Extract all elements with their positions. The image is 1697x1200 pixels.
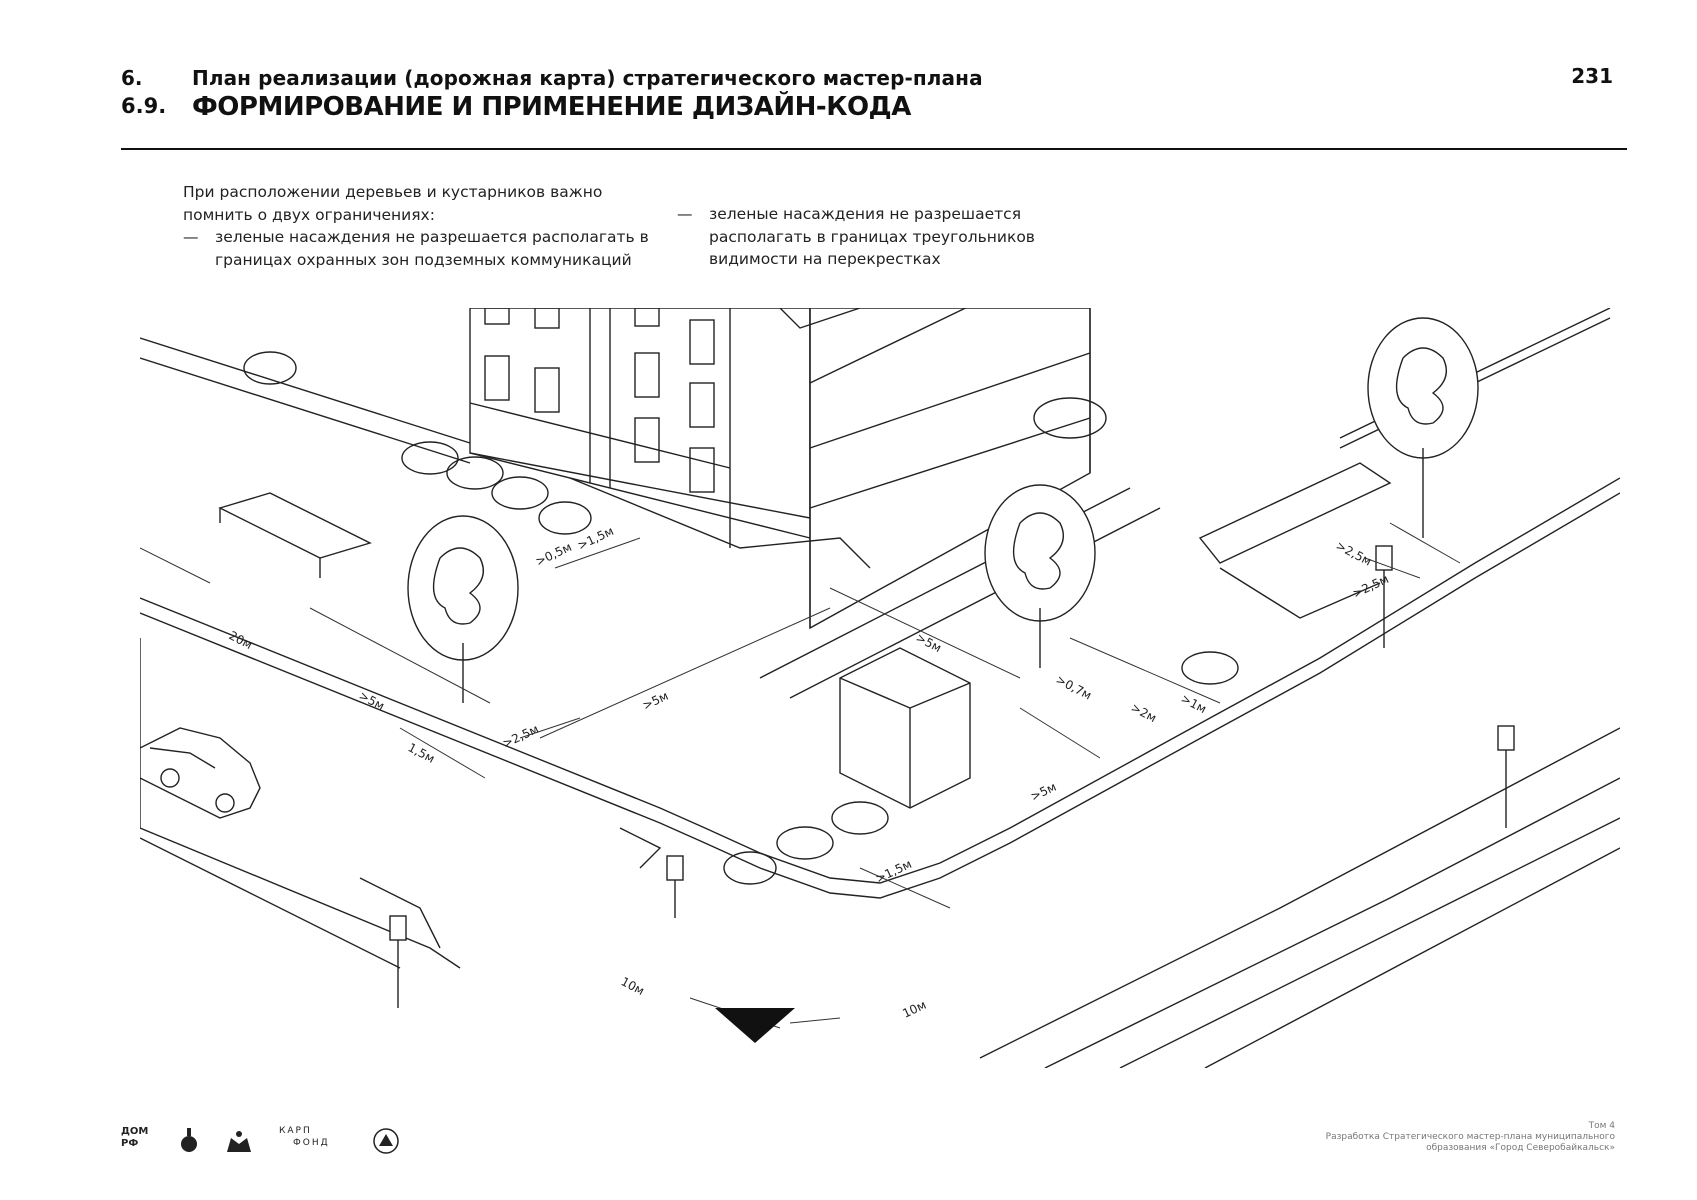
dim-label: 20м [227, 628, 255, 652]
footer-line-3: образования «Город Северобайкальск» [1426, 1143, 1615, 1153]
dim-label: >5м [1028, 780, 1058, 804]
dim-label: >0,7м [1054, 672, 1094, 702]
header-divider [121, 148, 1627, 150]
bullet-dash: — [183, 228, 199, 246]
bullet-1-text: зеленые насаждения не разрешается распол… [215, 228, 649, 269]
dim-label: >2,5м [500, 722, 541, 751]
intro-bullet-2: — зеленые насаждения не разрешается расп… [677, 203, 1077, 271]
dim-label: >2м [1129, 700, 1159, 725]
footer-line-1: Том 4 [1588, 1121, 1615, 1131]
footer-credits: Том 4 Разработка Стратегического мастер-… [1195, 1121, 1615, 1154]
dim-label: >0,5м [533, 540, 574, 569]
subsection-title: ФОРМИРОВАНИЕ И ПРИМЕНЕНИЕ ДИЗАЙН-КОДА [192, 92, 911, 122]
section-number: 6. [121, 66, 143, 90]
tree-1 [407, 515, 519, 703]
shrubs [243, 351, 1239, 885]
fond-logo: ФОНД [293, 1138, 330, 1148]
city-emblem-icon [373, 1128, 399, 1154]
bullet-dash: — [677, 205, 693, 223]
dim-label: >5м [914, 630, 944, 655]
isometric-planting-diagram: >0,5м >1,5м 20м >5м 1,5м >2,5м >5м >5м >… [140, 308, 1620, 1068]
road-signs [389, 545, 1515, 1008]
dim-label: 10м [900, 998, 928, 1021]
footer-line-2: Разработка Стратегического мастер-плана … [1325, 1132, 1615, 1142]
emblem-icon [181, 1128, 197, 1152]
intro-lead: При расположении деревьев и кустарников … [183, 183, 603, 224]
dim-label: >2,5м [1350, 572, 1391, 601]
page-number: 231 [1571, 64, 1613, 88]
dimension-lines [140, 522, 1461, 1029]
dim-label: >1м [1179, 691, 1209, 716]
dim-label: >5м [640, 689, 670, 713]
dim-label: >1,5м [873, 857, 914, 886]
coat-of-arms-icon [227, 1131, 251, 1152]
bullet-2-text: зеленые насаждения не разрешается распол… [709, 205, 1035, 268]
dim-label: 10м [619, 974, 647, 998]
dim-label: >2,5м [1334, 538, 1374, 568]
building [469, 308, 1091, 630]
subsection-number: 6.9. [121, 94, 167, 118]
dim-label: 1,5м [406, 740, 437, 766]
tree-2 [984, 484, 1096, 668]
intro-text: При расположении деревьев и кустарников … [183, 181, 653, 271]
car [140, 727, 261, 819]
bench-pavilion [218, 492, 372, 578]
karp-logo: КАРП [279, 1126, 312, 1136]
dim-label: >5м [357, 688, 387, 713]
intro-bullet-1: — зеленые насаждения не разрешается расп… [183, 226, 653, 271]
kiosk-box [839, 647, 971, 809]
section-title: План реализации (дорожная карта) стратег… [192, 66, 983, 90]
dom-rf-logo: ДОМ РФ [121, 1126, 149, 1149]
tree-3 [1367, 317, 1479, 538]
intro-text-2: — зеленые насаждения не разрешается расп… [677, 203, 1077, 271]
sight-triangle [715, 1008, 795, 1043]
